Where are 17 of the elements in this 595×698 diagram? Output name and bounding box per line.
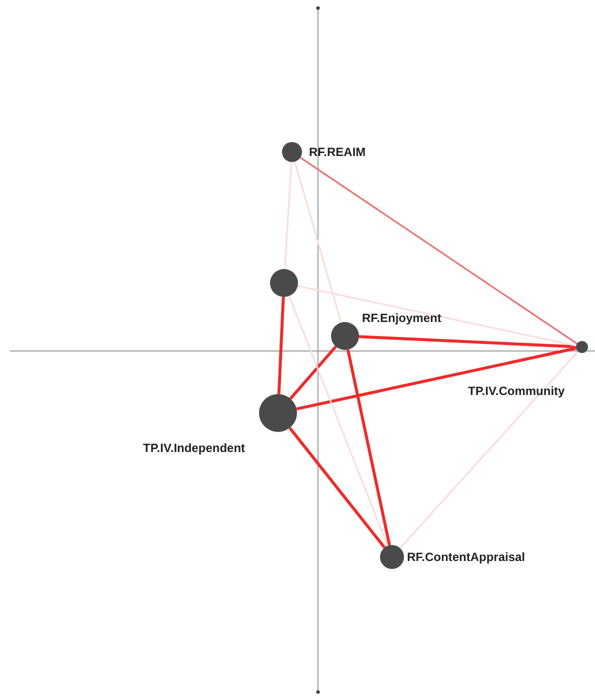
- node-label: RF.REAIM: [309, 145, 366, 159]
- node-label: TP.IV.Community: [468, 384, 565, 398]
- connector: [296, 346, 576, 410]
- node-label: RF.ContentAppraisal: [407, 550, 526, 564]
- connector: [288, 296, 388, 546]
- connector: [300, 156, 578, 344]
- connector: [298, 285, 576, 347]
- connector: [399, 350, 579, 549]
- connector: [358, 335, 576, 348]
- connector: [284, 162, 292, 270]
- connector: [289, 346, 337, 400]
- node-label: TP.IV.Independent: [143, 441, 246, 455]
- connector: [277, 296, 285, 394]
- connector: [294, 161, 342, 323]
- node-label: RF.Enjoyment: [362, 311, 442, 325]
- connector: [346, 349, 391, 546]
- connector: [288, 426, 386, 549]
